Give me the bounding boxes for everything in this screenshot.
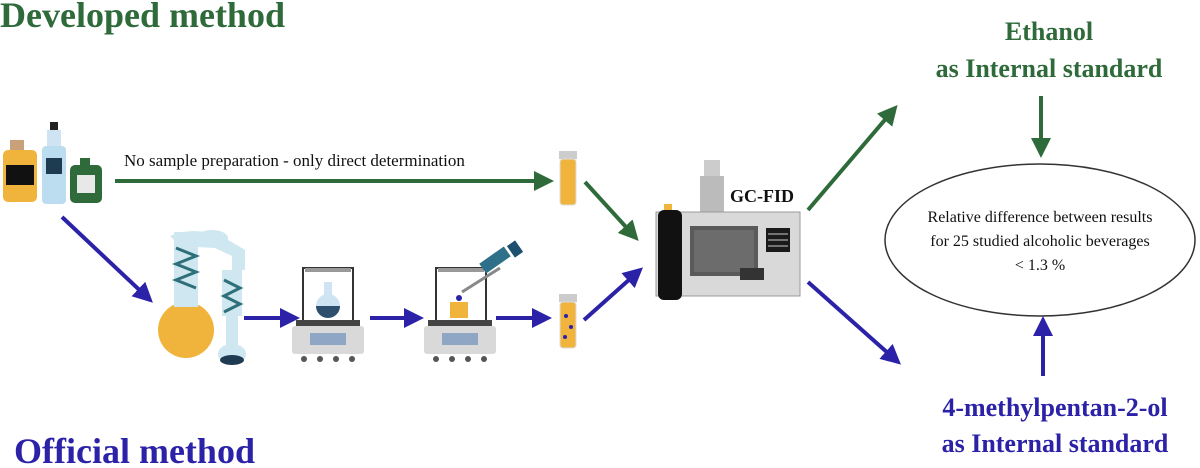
gc-fid-instrument-icon — [655, 160, 801, 300]
distillation-apparatus-icon — [158, 230, 246, 365]
methylpentanol-is-label: as Internal standard — [942, 429, 1169, 458]
balance-flask-icon — [292, 267, 364, 362]
ethanol-label: Ethanol — [1005, 17, 1093, 46]
result-line-1: Relative difference between results — [928, 209, 1153, 226]
gc-to-ethanol-arrow — [806, 104, 898, 212]
methylpentanol-label: 4-methylpentan-2-ol — [942, 393, 1167, 422]
gc-fid-label: GC-FID — [730, 186, 794, 206]
vial-official-icon — [559, 294, 577, 349]
ethanol-is-label: as Internal standard — [936, 54, 1163, 83]
official-method-title: Official method — [14, 431, 255, 468]
vial-developed-icon — [559, 151, 577, 206]
bottles-to-distillation-arrow — [60, 215, 153, 303]
result-line-3: < 1.3 % — [1015, 257, 1065, 274]
developed-method-title: Developed method — [0, 0, 285, 35]
vial-to-gc-green-arrow — [583, 180, 639, 241]
balance-pipette-icon — [424, 240, 524, 362]
vial-to-gc-blue-arrow — [582, 267, 643, 322]
result-line-2: for 25 studied alcoholic beverages — [930, 233, 1149, 250]
beverage-bottles-icon — [3, 122, 102, 204]
gc-to-methylpentanol-arrow — [806, 280, 901, 365]
no-prep-label: No sample preparation - only direct dete… — [124, 151, 465, 170]
